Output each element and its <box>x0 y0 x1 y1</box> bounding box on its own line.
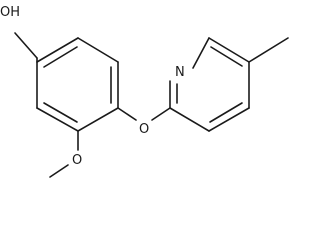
bond-pyridine-double-2 <box>210 46 243 67</box>
bond-pyridine-6 <box>169 107 210 132</box>
bond-benzene-4 <box>77 107 119 132</box>
bond-pyridine-3 <box>208 37 250 63</box>
bond-benzene-5 <box>36 107 79 132</box>
molecule-drawing: OH O O N <box>0 5 289 178</box>
methoxy-oxygen-label: O <box>72 153 82 168</box>
bond-pyridine-methyl <box>248 37 289 63</box>
bond-pyridine-2 <box>192 37 210 69</box>
bond-ring-ether-o <box>117 107 137 121</box>
bond-benzene-2 <box>77 37 119 63</box>
bond-pyridine-double-3 <box>209 102 243 123</box>
pyridine-nitrogen-label: N <box>175 65 185 80</box>
ether-oxygen-label: O <box>139 122 149 137</box>
bond-oh-ch2 <box>14 32 38 59</box>
hydroxyl-label: OH <box>0 5 20 20</box>
bond-benzene-double-3 <box>43 102 78 123</box>
bond-pyridine-5 <box>208 107 250 132</box>
bond-benzene-1 <box>36 37 79 63</box>
bond-benzene-double-1 <box>43 46 78 68</box>
bond-methoxy-o-ch3 <box>49 164 69 178</box>
structure-diagram: OH O O N <box>0 5 289 178</box>
bond-ether-o-pyridine <box>151 107 171 121</box>
